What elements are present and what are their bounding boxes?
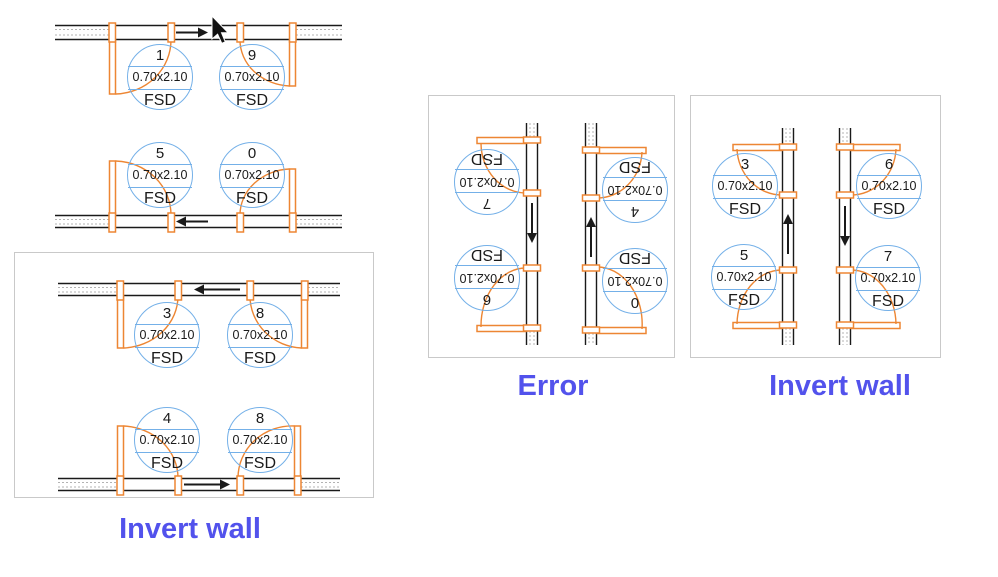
- door-tag-4-inverted[interactable]: 4 0.70x2.10 FSD: [602, 157, 668, 223]
- door-number: 1: [155, 47, 165, 64]
- door-size: 0.70x2.10: [857, 175, 921, 199]
- cursor-icon: [211, 14, 230, 44]
- door-tag-6-inverted[interactable]: 6 0.70x2.10 FSD: [454, 245, 520, 311]
- door-size: 0.70x2.10: [603, 268, 667, 292]
- door-size: 0.70x2.10: [603, 177, 667, 201]
- door-swing-arc: [480, 143, 527, 194]
- door-type: FSD: [144, 92, 176, 109]
- door-number: 5: [155, 145, 165, 162]
- door-leaf: [476, 324, 527, 333]
- door-type: FSD: [728, 292, 760, 309]
- door-leaf: [596, 326, 647, 335]
- door-tag-0[interactable]: 0 0.70x2.10 FSD: [219, 142, 285, 208]
- door-number: 0: [247, 145, 257, 162]
- door-number: 4: [630, 203, 640, 220]
- door-number: 7: [482, 195, 492, 212]
- door-leaf: [476, 136, 527, 145]
- door-size: 0.70x2.10: [228, 324, 292, 348]
- door-type: FSD: [471, 150, 503, 167]
- door-tag-0-inverted[interactable]: 0 0.70x2.10 FSD: [602, 248, 668, 314]
- door-leaf: [850, 143, 901, 152]
- door-type: FSD: [244, 455, 276, 472]
- door-size: 0.70x2.10: [128, 66, 192, 90]
- door-size: 0.70x2.10: [220, 164, 284, 188]
- door-type: FSD: [144, 190, 176, 207]
- wall-error-right[interactable]: [581, 123, 647, 345]
- door-size: 0.70x2.10: [712, 266, 776, 290]
- invert-wall-right-label: Invert wall: [769, 370, 911, 402]
- door-number: 6: [884, 156, 894, 173]
- wall-box-left-bottom[interactable]: [58, 425, 340, 496]
- wall-invert-left[interactable]: [732, 128, 798, 345]
- door-tag-8b[interactable]: 8 0.70x2.10 FSD: [227, 407, 293, 473]
- door-type: FSD: [872, 293, 904, 310]
- error-box: [428, 95, 675, 358]
- door-tag-1[interactable]: 1 0.70x2.10 FSD: [127, 44, 193, 110]
- door-leaf: [108, 39, 117, 95]
- door-size: 0.70x2.10: [135, 324, 199, 348]
- door-number: 0: [630, 294, 640, 311]
- door-leaf: [596, 146, 647, 155]
- invert-wall-right-box: [690, 95, 941, 358]
- door-size: 0.70x2.10: [135, 429, 199, 453]
- door-tag-3[interactable]: 3 0.70x2.10 FSD: [134, 302, 200, 368]
- door-number: 8: [255, 410, 265, 427]
- door-leaf: [108, 160, 117, 216]
- door-tag-3b[interactable]: 3 0.70x2.10 FSD: [712, 153, 778, 219]
- door-leaf: [300, 295, 309, 349]
- door-leaf: [116, 425, 125, 479]
- door-type: FSD: [619, 158, 651, 175]
- door-swing-arc: [596, 266, 643, 330]
- door-leaf: [288, 168, 297, 216]
- door-size: 0.70x2.10: [228, 429, 292, 453]
- door-leaf: [850, 321, 901, 330]
- wall-top-left[interactable]: [55, 22, 342, 95]
- door-size: 0.70x2.10: [220, 66, 284, 90]
- error-label: Error: [517, 370, 589, 402]
- door-number: 7: [883, 248, 893, 265]
- door-type: FSD: [471, 246, 503, 263]
- door-tag-4[interactable]: 4 0.70x2.10 FSD: [134, 407, 200, 473]
- wall-error-left[interactable]: [476, 123, 542, 345]
- door-tag-8[interactable]: 8 0.70x2.10 FSD: [227, 302, 293, 368]
- door-type: FSD: [151, 350, 183, 367]
- door-leaf: [732, 321, 783, 330]
- door-swing-arc: [596, 151, 643, 199]
- door-size: 0.70x2.10: [455, 169, 519, 193]
- door-type: FSD: [729, 201, 761, 218]
- door-leaf: [116, 295, 125, 349]
- door-leaf: [288, 39, 297, 87]
- door-number: 9: [247, 47, 257, 64]
- door-leaf: [293, 425, 302, 479]
- door-size: 0.70x2.10: [128, 164, 192, 188]
- door-tag-5b[interactable]: 5 0.70x2.10 FSD: [711, 244, 777, 310]
- door-leaf: [732, 143, 783, 152]
- door-tag-6b[interactable]: 6 0.70x2.10 FSD: [856, 153, 922, 219]
- invert-wall-left-label: Invert wall: [119, 513, 261, 545]
- door-type: FSD: [619, 249, 651, 266]
- door-tag-9[interactable]: 9 0.70x2.10 FSD: [219, 44, 285, 110]
- door-number: 6: [482, 291, 492, 308]
- wall-mid-left[interactable]: [55, 160, 342, 233]
- door-number: 5: [739, 247, 749, 264]
- door-number: 3: [740, 156, 750, 173]
- door-tag-7-inverted[interactable]: 7 0.70x2.10 FSD: [454, 149, 520, 215]
- door-type: FSD: [236, 190, 268, 207]
- door-type: FSD: [244, 350, 276, 367]
- door-size: 0.70x2.10: [713, 175, 777, 199]
- door-type: FSD: [151, 455, 183, 472]
- door-number: 3: [162, 305, 172, 322]
- door-number: 8: [255, 305, 265, 322]
- door-size: 0.70x2.10: [455, 265, 519, 289]
- door-tag-5[interactable]: 5 0.70x2.10 FSD: [127, 142, 193, 208]
- door-type: FSD: [873, 201, 905, 218]
- door-swing-arc: [480, 267, 527, 328]
- door-size: 0.70x2.10: [856, 267, 920, 291]
- door-type: FSD: [236, 92, 268, 109]
- door-tag-7b[interactable]: 7 0.70x2.10 FSD: [855, 245, 921, 311]
- door-number: 4: [162, 410, 172, 427]
